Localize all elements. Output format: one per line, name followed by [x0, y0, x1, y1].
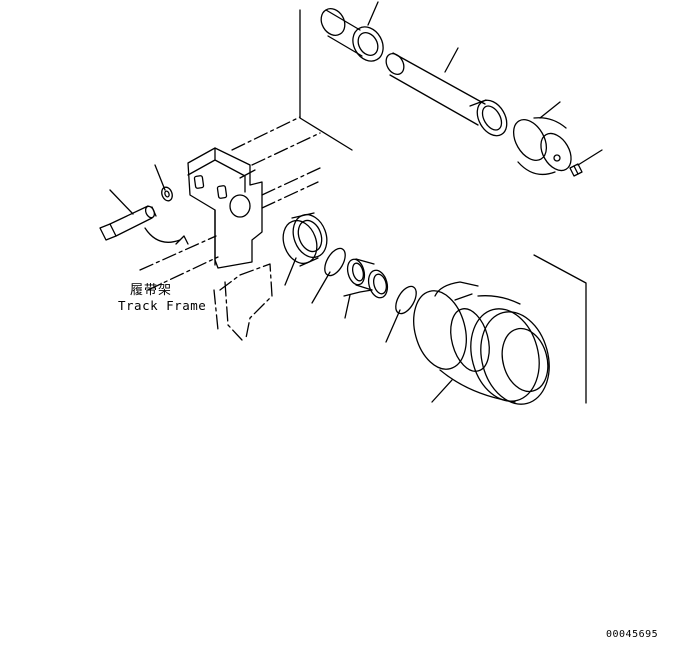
leader-lines-upper [367, 1, 603, 166]
track-roller-part [413, 281, 550, 405]
shaft-part [385, 52, 508, 137]
seal-set-part [346, 258, 389, 299]
leader-lines-bolt [109, 164, 189, 245]
roller-group-outline [533, 254, 587, 404]
leader-lines-lower [284, 257, 453, 403]
plug-screw-part [569, 163, 583, 177]
o-ring-1 [324, 247, 346, 277]
washer-part [161, 186, 173, 202]
end-cap-part [512, 117, 572, 176]
o-ring-2 [395, 285, 417, 315]
track-frame-label-en: Track Frame [118, 298, 207, 313]
shaft-group-outline [299, 9, 353, 151]
bolt-part [99, 205, 157, 241]
track-frame-bracket [187, 147, 263, 269]
frame-phantom-lines [139, 116, 321, 341]
drawing-number: 00045695 [606, 629, 659, 640]
bearing-housing-part [282, 212, 328, 267]
collar-part [320, 8, 384, 62]
track-frame-label-cn: 履带架 [130, 283, 173, 298]
